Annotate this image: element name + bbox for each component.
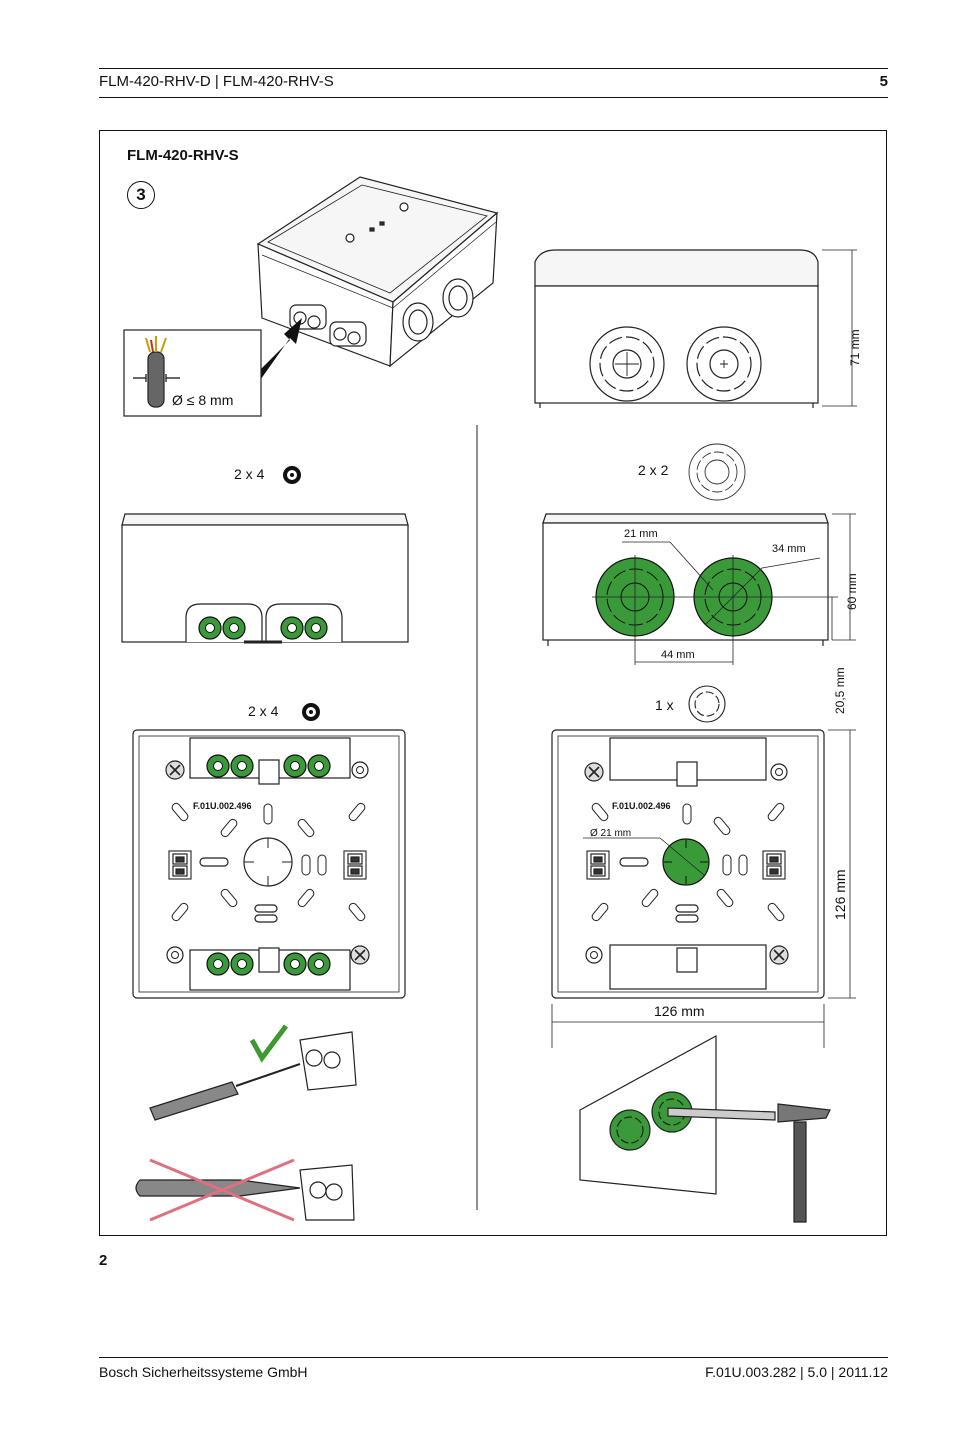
part-code-right: F.01U.002.496: [612, 801, 671, 811]
knockout-2x4-bottom-label: 2 x 4: [248, 703, 279, 719]
footer-doc-ref: F.01U.003.282 | 5.0 | 2011.12: [705, 1364, 888, 1380]
header-rule: [99, 68, 888, 69]
dim-20-5-label: 20,5 mm: [833, 667, 847, 714]
side-view-71: [534, 249, 857, 408]
knockout-icon-small-2: [302, 703, 320, 721]
cable-diameter-label: Ø ≤ 8 mm: [172, 392, 234, 408]
base-plate-left: [132, 729, 406, 999]
dimension-lines-right: [592, 513, 856, 665]
dim-126-vertical-label: 126 mm: [832, 869, 848, 920]
dimension-lines-plate: [551, 729, 856, 1048]
knockout-1x-label: 1 x: [655, 697, 674, 713]
figure-title: FLM-420-RHV-S: [127, 147, 239, 164]
front-view-right: [542, 513, 829, 646]
page-number: 5: [879, 73, 888, 90]
dim-34-label: 34 mm: [772, 543, 806, 555]
height-71-label: 71 mm: [848, 329, 862, 366]
figure-number: 2: [99, 1252, 108, 1269]
dim-21-label: 21 mm: [624, 528, 658, 540]
dim-d21-label: Ø 21 mm: [590, 828, 632, 839]
isometric-box-drawing: [256, 176, 499, 368]
knife-illustration: [135, 1164, 355, 1221]
knockout-icon-small-1: [283, 466, 301, 484]
checkmark-icon: [249, 1024, 288, 1063]
knockout-icon-large: [688, 443, 746, 501]
header-title: FLM-420-RHV-D | FLM-420-RHV-S: [99, 73, 334, 90]
knockout-2x4-top-label: 2 x 4: [234, 466, 265, 482]
step-number: 3: [127, 181, 155, 209]
cable-inset: [123, 329, 262, 417]
front-view-left: [121, 513, 409, 644]
screwdriver-illustration: [149, 1031, 357, 1121]
insert-arrow: [250, 318, 302, 386]
hammer-illustration: [579, 1034, 831, 1223]
dim-44-label: 44 mm: [661, 649, 695, 661]
dim-60-label: 60 mm: [845, 573, 859, 610]
header-rule-bottom: [99, 97, 888, 98]
knockout-icon-ring: [688, 685, 726, 723]
footer-company: Bosch Sicherheitssysteme GmbH: [99, 1364, 308, 1380]
dim-126-horizontal-label: 126 mm: [654, 1003, 705, 1019]
cross-icon: [149, 1158, 295, 1222]
figure-frame: [99, 130, 887, 1236]
footer-rule: [99, 1357, 888, 1358]
part-code-left: F.01U.002.496: [193, 801, 252, 811]
knockout-2x2-label: 2 x 2: [638, 462, 669, 478]
